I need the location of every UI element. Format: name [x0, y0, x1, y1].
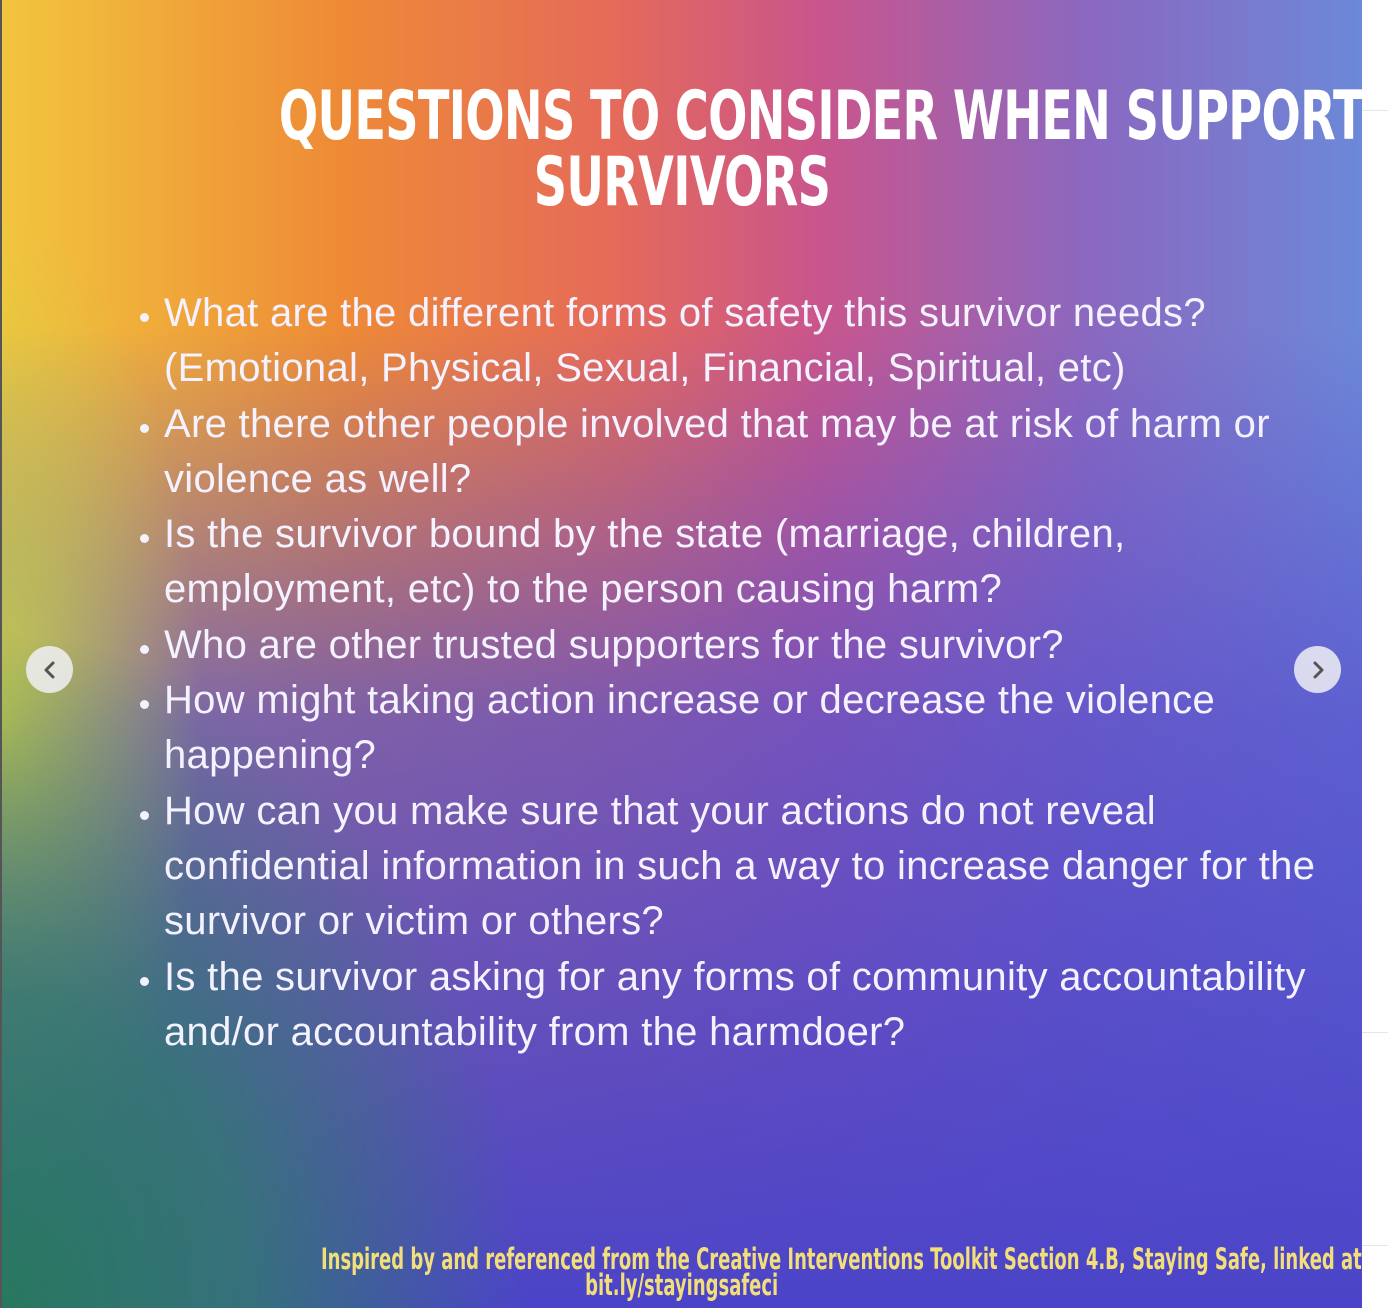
list-item: Who are other trusted supporters for the… [164, 618, 1324, 673]
post-footer-credit: Inspired by and referenced from the Crea… [2, 1242, 1362, 1302]
questions-list: What are the different forms of safety t… [124, 286, 1324, 1060]
list-item: What are the different forms of safety t… [164, 286, 1324, 397]
list-item: How can you make sure that your actions … [164, 784, 1324, 950]
divider [1362, 1032, 1388, 1033]
divider [1362, 1245, 1388, 1246]
footer-line: Inspired by and referenced from the Crea… [320, 1242, 1362, 1276]
list-item: Is the survivor bound by the state (marr… [164, 507, 1324, 618]
divider [1362, 110, 1388, 111]
footer-line: bit.ly/stayingsafeci [585, 1268, 779, 1302]
chevron-right-icon [1313, 661, 1323, 678]
list-item: Are there other people involved that may… [164, 397, 1324, 508]
post-title-line: SURVIVORS [533, 143, 831, 222]
list-item: Is the survivor asking for any forms of … [164, 950, 1324, 1061]
carousel-prev-button[interactable] [26, 646, 73, 693]
list-item: How might taking action increase or decr… [164, 673, 1324, 784]
post-title-line: QUESTIONS TO CONSIDER WHEN SUPPORTING [278, 77, 1362, 156]
chevron-left-icon [44, 661, 54, 678]
carousel-next-button[interactable] [1294, 646, 1341, 693]
post-title: QUESTIONS TO CONSIDER WHEN SUPPORTING SU… [2, 77, 1362, 222]
